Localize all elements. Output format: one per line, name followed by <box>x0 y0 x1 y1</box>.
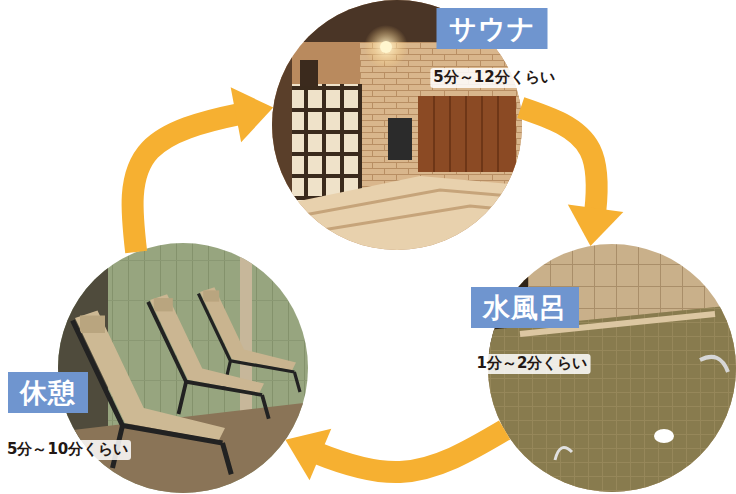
arrow-head <box>568 204 623 245</box>
arrow-head <box>231 87 274 142</box>
photo-circle: サウナ5分～12分くらい <box>272 0 522 250</box>
step-label: 休憩 <box>8 372 88 413</box>
cycle-arrow <box>133 87 274 252</box>
photo-circle: 休憩5分～10分くらい <box>58 243 308 493</box>
duration-note: 5分～12分くらい <box>430 68 557 88</box>
cycle-arrow <box>521 108 624 246</box>
duration-note: 1分～2分くらい <box>474 354 591 374</box>
photo-circle: 水風呂1分～2分くらい <box>488 244 736 492</box>
step-label: 水風呂 <box>471 287 579 328</box>
step-label: サウナ <box>437 8 548 49</box>
cycle-arrow <box>285 429 504 481</box>
duration-note: 5分～10分くらい <box>4 440 131 460</box>
arrow-head <box>285 429 331 481</box>
